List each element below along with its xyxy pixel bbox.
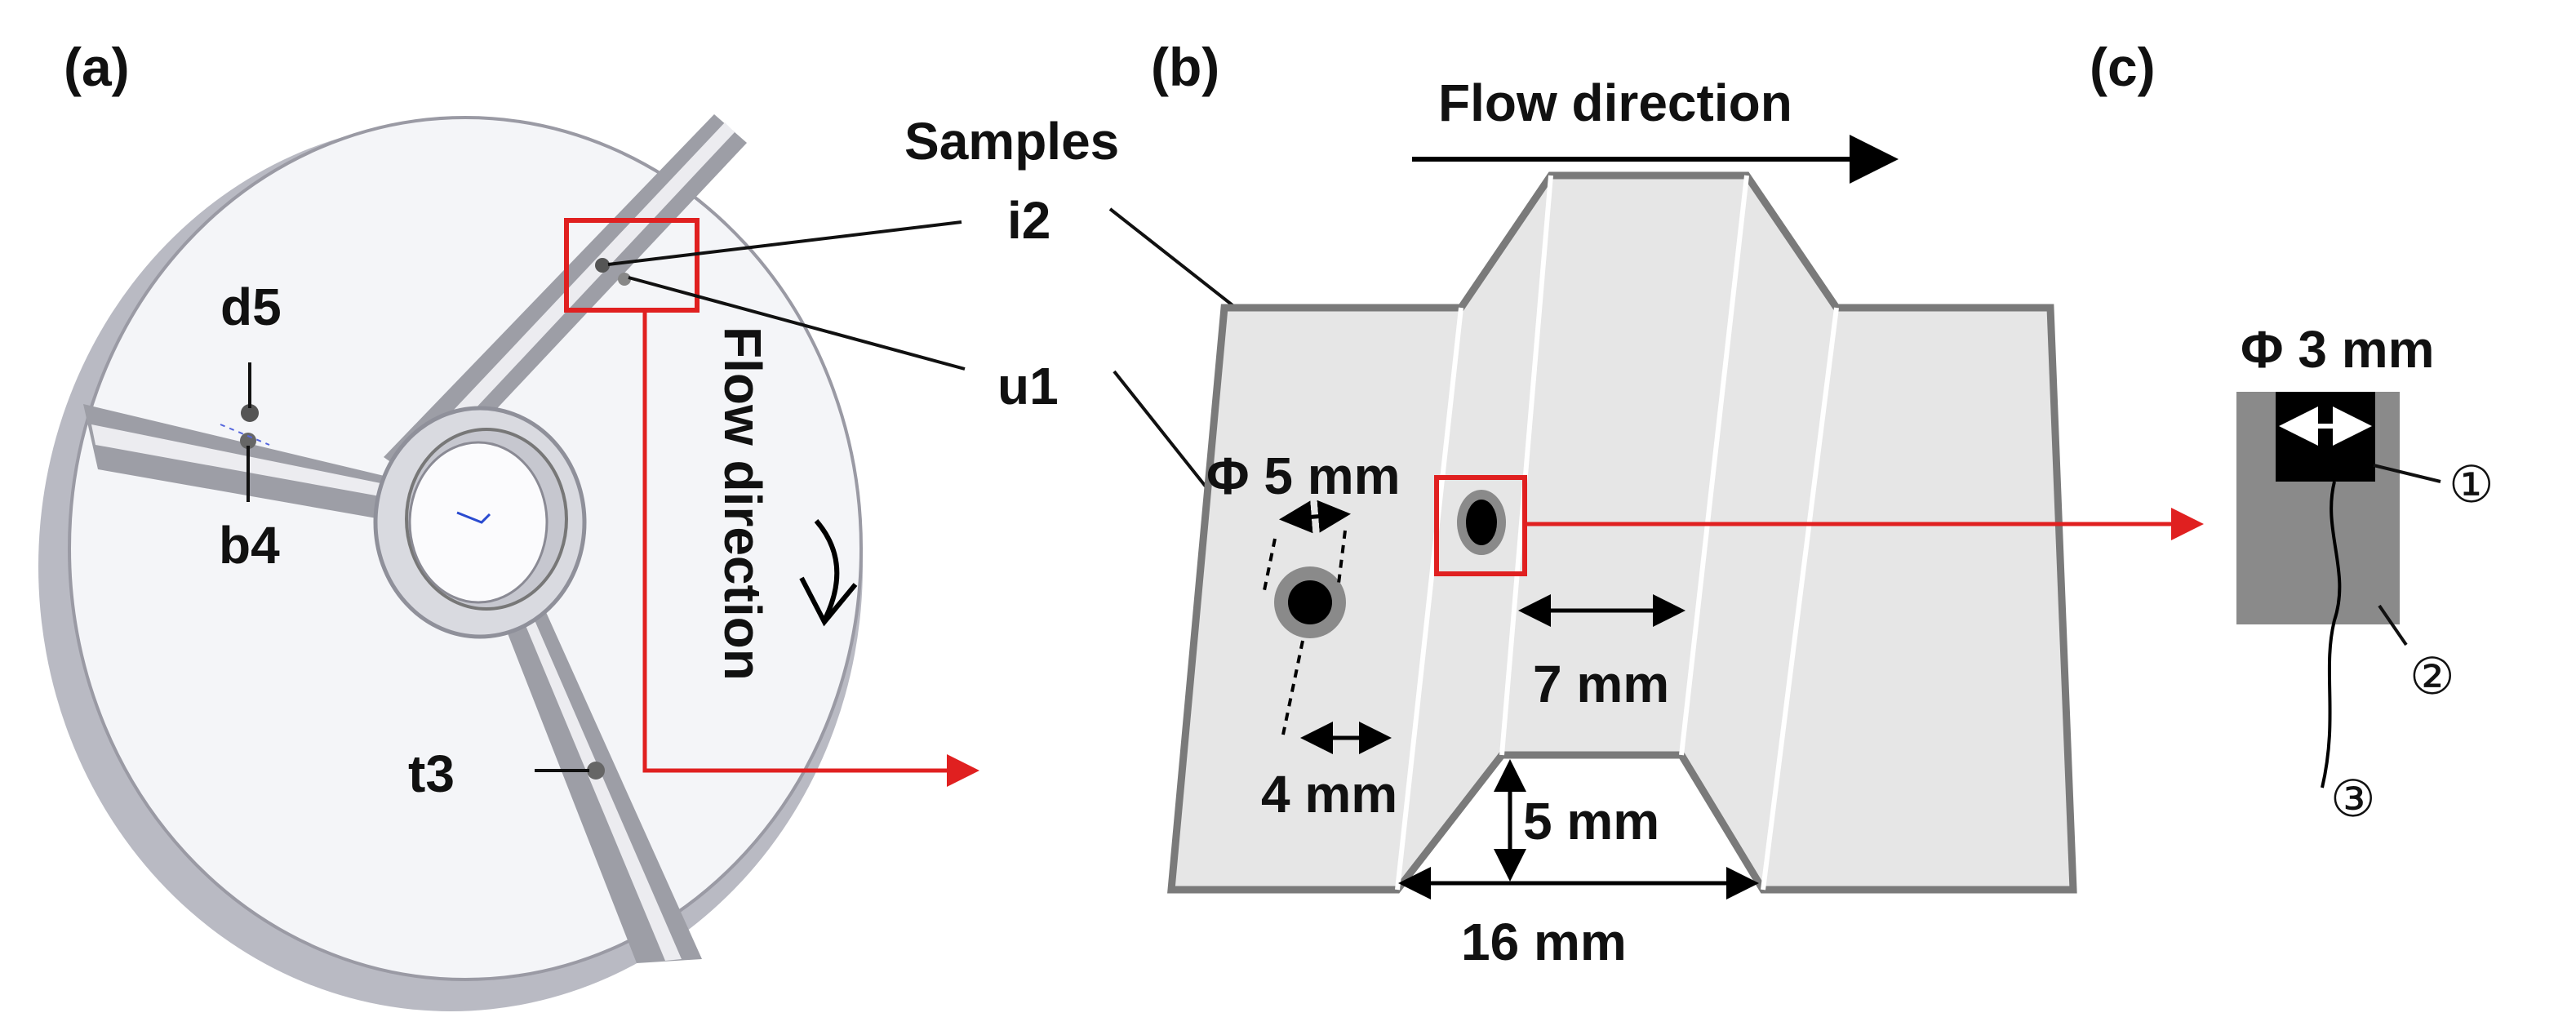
dim-phi5-label: Φ 5 mm [1206,446,1401,505]
label-u1: u1 [997,357,1059,415]
panel-label-c: (c) [2090,37,2156,97]
label-b4: b4 [219,516,280,575]
sensor-tip [2276,392,2375,482]
dim-7mm-label: 7 mm [1533,655,1669,713]
label-d5: d5 [220,278,282,336]
dim-16mm-label: 16 mm [1461,913,1627,971]
sample-dot-u1 [618,273,631,286]
panel-label-b: (b) [1151,37,1219,97]
panel-b-plate: Φ 5 mm 4 mm 7 mm 5 mm 16 mm [1167,171,2077,971]
label-i2: i2 [1007,191,1050,250]
leader-i2-a [607,220,962,266]
panel-a-disk: d5 b4 t3 Flow direction [38,114,863,1011]
marker-3: ③ [2330,769,2376,828]
rotation-arrow-icon [814,519,840,622]
panel-c-sensor: Φ 3 mm ① ② ③ [2236,320,2494,828]
label-samples: Samples [904,112,1119,171]
sample-dot-b4 [240,433,256,449]
sample-dot-d5 [241,404,259,422]
dim-4mm-label: 4 mm [1261,765,1397,824]
sensor-wire [2321,481,2342,788]
label-t3: t3 [408,744,455,803]
red-connector-a [642,310,979,787]
marker-1: ① [2449,455,2494,514]
flow-direction-label-a: Flow direction [713,326,772,681]
dim-phi3-label: Φ 3 mm [2241,320,2435,379]
flow-direction-label-b: Flow direction [1438,73,1792,132]
sample-dot-i2 [595,258,610,273]
leader-u1-a [628,276,966,371]
dim-5mm-label: 5 mm [1523,792,1659,851]
highlight-box-a [564,218,700,313]
marker-2: ② [2409,646,2455,706]
panel-label-a: (a) [64,37,130,97]
sample-dot-t3 [587,762,605,780]
dim-phi5-arrow [1279,500,1351,534]
